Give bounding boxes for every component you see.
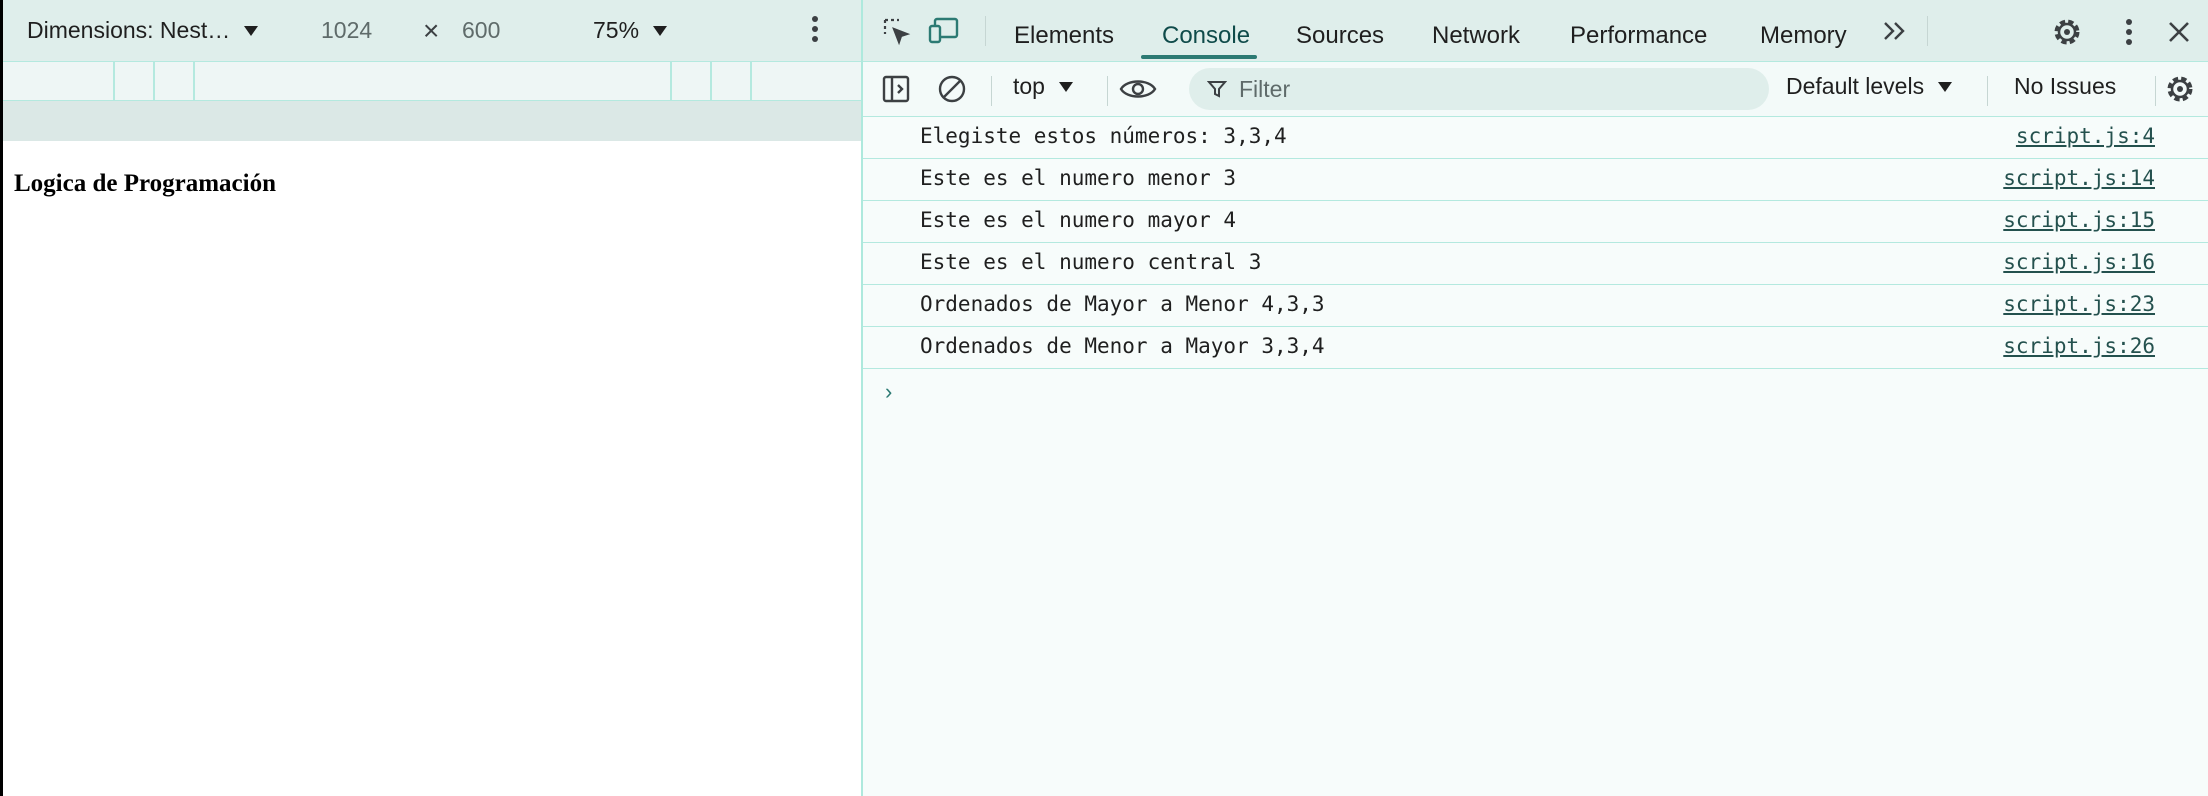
more-tabs-icon[interactable] bbox=[1881, 19, 1909, 43]
message-text: Ordenados de Mayor a Menor 4,3,3 bbox=[920, 292, 1325, 316]
tab-performance[interactable]: Performance bbox=[1570, 22, 1708, 49]
height-input[interactable]: 600 bbox=[462, 17, 501, 43]
context-label: top bbox=[1013, 73, 1045, 99]
issues-button[interactable]: No Issues bbox=[2014, 73, 2117, 99]
media-query-ruler[interactable] bbox=[3, 62, 862, 101]
active-tab-indicator bbox=[1141, 55, 1257, 59]
ruler-tick bbox=[113, 62, 115, 100]
swap-dimensions-icon[interactable]: × bbox=[423, 14, 440, 46]
clear-console-icon[interactable] bbox=[937, 74, 967, 104]
message-text: Este es el numero mayor 4 bbox=[920, 208, 1237, 232]
close-icon[interactable] bbox=[2167, 20, 2191, 44]
settings-icon[interactable] bbox=[2052, 17, 2082, 47]
message-text: Ordenados de Menor a Mayor 3,3,4 bbox=[920, 334, 1325, 358]
console-toolbar: top Filter Default levels No Issues bbox=[863, 62, 2208, 117]
dimensions-select[interactable]: Dimensions: Nest… bbox=[27, 17, 259, 44]
customize-menu-icon[interactable] bbox=[2125, 17, 2133, 47]
zoom-select[interactable]: 75% bbox=[593, 17, 668, 44]
source-link[interactable]: script.js:23 bbox=[2003, 292, 2155, 316]
ruler-tick bbox=[750, 62, 752, 100]
more-options-icon[interactable] bbox=[811, 14, 819, 50]
live-expression-eye-icon[interactable] bbox=[1119, 76, 1157, 102]
divider bbox=[1107, 76, 1108, 106]
levels-label: Default levels bbox=[1786, 73, 1925, 99]
chevron-down-icon bbox=[244, 25, 259, 36]
divider bbox=[1987, 76, 1988, 106]
ruler-tick bbox=[193, 62, 195, 100]
chevron-down-icon bbox=[1938, 81, 1953, 92]
divider bbox=[991, 76, 992, 106]
console-message: Ordenados de Menor a Mayor 3,3,4 script.… bbox=[863, 327, 2208, 369]
device-toolbar-icon[interactable] bbox=[927, 16, 961, 46]
console-message: Ordenados de Mayor a Menor 4,3,3 script.… bbox=[863, 285, 2208, 327]
console-message: Este es el numero central 3 script.js:16 bbox=[863, 243, 2208, 285]
filter-icon bbox=[1207, 81, 1227, 98]
divider bbox=[1927, 16, 1928, 46]
console-settings-icon[interactable] bbox=[2165, 74, 2195, 104]
tab-elements[interactable]: Elements bbox=[1014, 22, 1115, 49]
console-prompt-icon[interactable]: › bbox=[885, 379, 893, 404]
sidebar-toggle-icon[interactable] bbox=[881, 74, 911, 104]
filter-placeholder: Filter bbox=[1239, 75, 1291, 102]
source-link[interactable]: script.js:26 bbox=[2003, 334, 2155, 358]
width-input[interactable]: 1024 bbox=[321, 17, 373, 43]
divider bbox=[985, 16, 986, 46]
tab-console[interactable]: Console bbox=[1162, 22, 1251, 49]
source-link[interactable]: script.js:14 bbox=[2003, 166, 2155, 190]
ruler-tick bbox=[710, 62, 712, 100]
console-message: Este es el numero mayor 4 script.js:15 bbox=[863, 201, 2208, 243]
console-message: Este es el numero menor 3 script.js:14 bbox=[863, 159, 2208, 201]
message-text: Este es el numero central 3 bbox=[920, 250, 1262, 274]
source-link[interactable]: script.js:15 bbox=[2003, 208, 2155, 232]
device-ruler bbox=[3, 101, 862, 141]
page-heading: Logica de Programación bbox=[14, 170, 276, 197]
log-levels-select[interactable]: Default levels bbox=[1786, 73, 1953, 100]
filter-input[interactable]: Filter bbox=[1189, 68, 1769, 110]
message-text: Este es el numero menor 3 bbox=[920, 166, 1237, 190]
pane-splitter[interactable] bbox=[861, 0, 863, 796]
ruler-tick bbox=[670, 62, 672, 100]
tab-sources[interactable]: Sources bbox=[1296, 22, 1385, 49]
chevron-down-icon bbox=[653, 25, 668, 36]
device-toolbar: Dimensions: Nest… 1024 × 600 75% bbox=[3, 0, 862, 62]
device-viewport-pane: Dimensions: Nest… 1024 × 600 75% Logica … bbox=[0, 0, 862, 796]
devtools-panel: Elements Console Sources Network Perform… bbox=[863, 0, 2208, 796]
tab-memory[interactable]: Memory bbox=[1760, 22, 1847, 49]
source-link[interactable]: script.js:16 bbox=[2003, 250, 2155, 274]
divider bbox=[2155, 76, 2156, 106]
dimensions-label: Dimensions: Nest… bbox=[27, 17, 231, 43]
source-link[interactable]: script.js:4 bbox=[2015, 124, 2155, 148]
devtools-tabbar: Elements Console Sources Network Perform… bbox=[863, 0, 2208, 62]
inspect-element-icon[interactable] bbox=[881, 16, 911, 46]
console-messages: Elegiste estos números: 3,3,4 script.js:… bbox=[863, 117, 2208, 404]
tab-network[interactable]: Network bbox=[1432, 22, 1521, 49]
chevron-down-icon bbox=[1058, 81, 1073, 92]
ruler-tick bbox=[153, 62, 155, 100]
message-text: Elegiste estos números: 3,3,4 bbox=[920, 124, 1287, 148]
context-select[interactable]: top bbox=[1013, 73, 1073, 100]
zoom-label: 75% bbox=[593, 17, 640, 43]
console-message: Elegiste estos números: 3,3,4 script.js:… bbox=[863, 117, 2208, 159]
